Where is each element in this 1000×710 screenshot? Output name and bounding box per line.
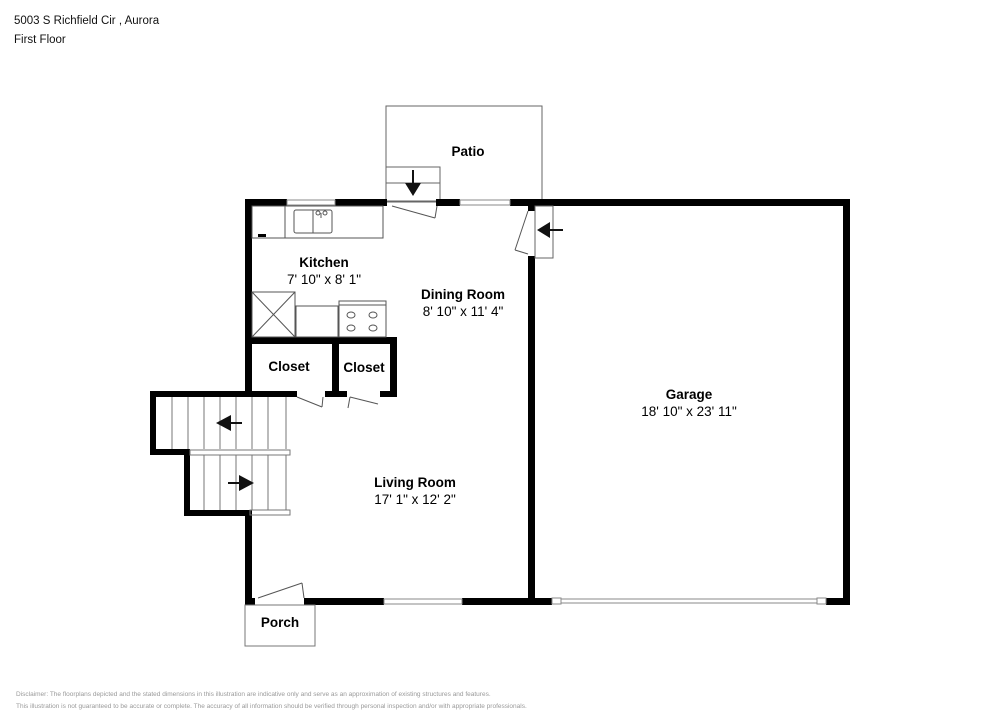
room-name: Garage [665, 387, 713, 402]
disclaimer-line-1: Disclaimer: The floorplans depicted and … [16, 691, 491, 698]
room-dimensions: 17' 1" x 12' 2" [374, 491, 456, 507]
room-name: Patio [451, 144, 485, 159]
garage-step [534, 205, 554, 259]
room-name: Closet [268, 359, 310, 374]
walls [150, 199, 850, 605]
arrow-left-icon [537, 222, 563, 238]
address-title: 5003 S Richfield Cir , Aurora [14, 15, 160, 27]
kitchen-counter [251, 205, 387, 338]
doors [257, 205, 529, 599]
room-dimensions: 8' 10" x 11' 4" [422, 303, 504, 319]
room-name: Living Room [374, 475, 456, 490]
room-porch: Porch [261, 615, 299, 632]
stairs-arrow-left-icon [216, 415, 242, 431]
floor-label: First Floor [14, 34, 66, 46]
room-name: Dining Room [421, 287, 505, 302]
stairs-arrow-right-icon [228, 475, 254, 491]
room-kitchen: Kitchen 7' 10" x 8' 1" [287, 255, 361, 289]
room-dimensions: 7' 10" x 8' 1" [286, 271, 362, 287]
arrow-down-icon [405, 170, 421, 196]
room-name: Porch [260, 615, 300, 630]
room-patio: Patio [451, 144, 484, 161]
room-dining: Dining Room 8' 10" x 11' 4" [421, 287, 505, 321]
garage-door [551, 597, 827, 605]
windows [286, 199, 511, 605]
room-name: Closet [343, 360, 385, 375]
room-name: Kitchen [299, 255, 349, 270]
room-closet-2: Closet [343, 360, 384, 377]
room-closet-1: Closet [268, 359, 309, 376]
room-living: Living Room 17' 1" x 12' 2" [374, 475, 456, 509]
kitchen-vent [258, 234, 266, 237]
porch-area [244, 604, 316, 647]
room-dimensions: 18' 10" x 23' 11" [641, 403, 737, 419]
room-garage: Garage 18' 10" x 23' 11" [641, 387, 737, 421]
